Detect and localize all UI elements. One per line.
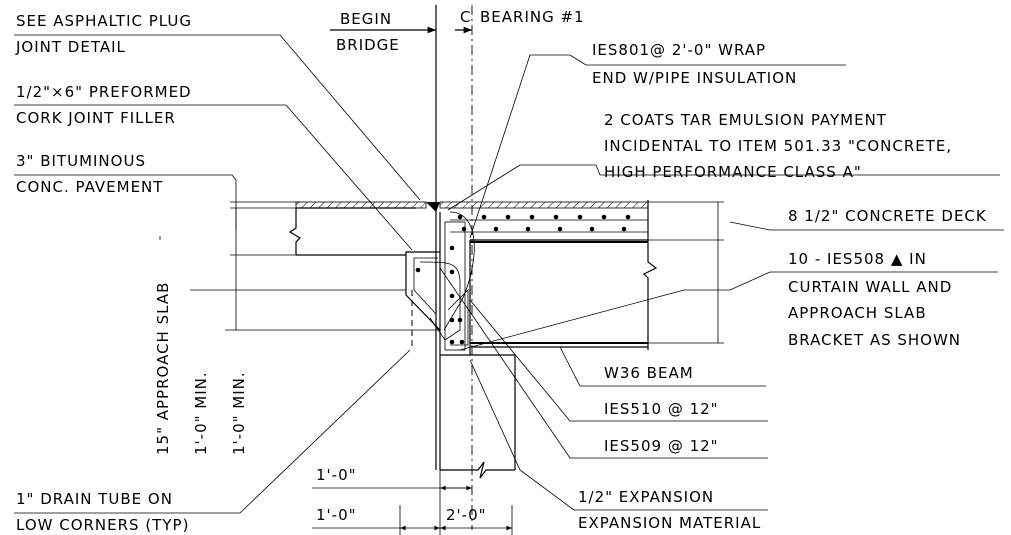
wall-rebar-dots [415, 245, 465, 345]
label-ies801-2: END W/PIPE INSULATION [592, 69, 797, 87]
label-min-2: 1'-0" MIN. [230, 371, 248, 455]
label-approach-slab: 15" APPROACH SLAB [154, 282, 172, 455]
beam-break [642, 200, 658, 350]
leader-beam [559, 346, 766, 387]
leader-asphaltic [14, 34, 421, 201]
leader-coats [447, 164, 1000, 211]
leader-ies801 [469, 54, 846, 239]
label-begin-2: BRIDGE [336, 36, 400, 54]
leader-drain [14, 349, 411, 514]
label-ies801-1: IES801@ 2'-0" WRAP [592, 41, 766, 59]
deck-hatch [439, 201, 649, 209]
label-ies508-2: CURTAIN WALL AND [788, 278, 952, 296]
joint-plug [426, 202, 440, 212]
label-drain-2: LOW CORNERS (TYP) [16, 516, 189, 534]
label-ies508-3: APPROACH SLAB [788, 304, 927, 322]
label-min-1: 1'-0" MIN. [192, 371, 210, 455]
label-bitum-1: 3" BITUMINOUS [16, 152, 146, 170]
label-deck: 8 1/2" CONCRETE DECK [788, 207, 987, 225]
pavement-hatch [295, 201, 427, 209]
label-coats-2: INCIDENTAL TO ITEM 501.33 "CONCRETE, [604, 137, 952, 155]
label-cork-1: 1/2"×6" PREFORMED [16, 83, 192, 101]
label-beam: W36 BEAM [604, 364, 694, 382]
leader-bitum [14, 174, 237, 181]
leader-ies510 [469, 299, 768, 422]
deck-rebar-dots [457, 214, 631, 232]
leader-cork [14, 104, 413, 251]
approach-break [288, 208, 301, 255]
leader-deck [729, 221, 1004, 231]
bracket-rebar [413, 257, 438, 315]
label-exp-1: 1/2" EXPANSION [578, 488, 714, 506]
label-ies508-4: BRACKET AS SHOWN [788, 331, 961, 349]
label-exp-2: EXPANSION MATERIAL [578, 514, 761, 532]
label-bitum-2: CONC. PAVEMENT [16, 178, 163, 196]
label-dim-2ft: 2'-0" [446, 506, 487, 524]
label-begin-1: BEGIN [340, 10, 392, 28]
label-bearing: BEARING #1 [480, 8, 585, 26]
label-dim-1ft-top: 1'-0" [316, 466, 357, 484]
label-ies509: IES509 @ 12" [604, 437, 719, 455]
label-asphaltic-2: JOINT DETAIL [15, 38, 126, 56]
wrap-bar [443, 211, 475, 331]
leader-ies508 [459, 271, 998, 351]
curtain-wall-inner [444, 221, 466, 351]
leader-ies509 [439, 267, 768, 459]
label-ies510: IES510 @ 12" [604, 400, 719, 418]
label-coats-1: 2 COATS TAR EMULSION PAYMENT [604, 111, 887, 129]
label-asphaltic-1: SEE ASPHALTIC PLUG [16, 12, 192, 30]
label-dim-1ft-bot: 1'-0" [316, 506, 357, 524]
label-ies508-1: 10 - IES508 ▲ IN [788, 250, 927, 268]
bracket [405, 251, 441, 331]
ies510-bar [447, 289, 469, 346]
curtain-wall [439, 212, 471, 356]
abutment-break [440, 461, 515, 479]
label-coats-3: HIGH PERFORMANCE CLASS A" [604, 163, 862, 181]
label-cork-2: CORK JOINT FILLER [16, 109, 176, 127]
leader-expansion [469, 359, 768, 511]
label-cl-symbol: C [460, 8, 471, 26]
label-drain-1: 1" DRAIN TUBE ON [16, 490, 173, 508]
